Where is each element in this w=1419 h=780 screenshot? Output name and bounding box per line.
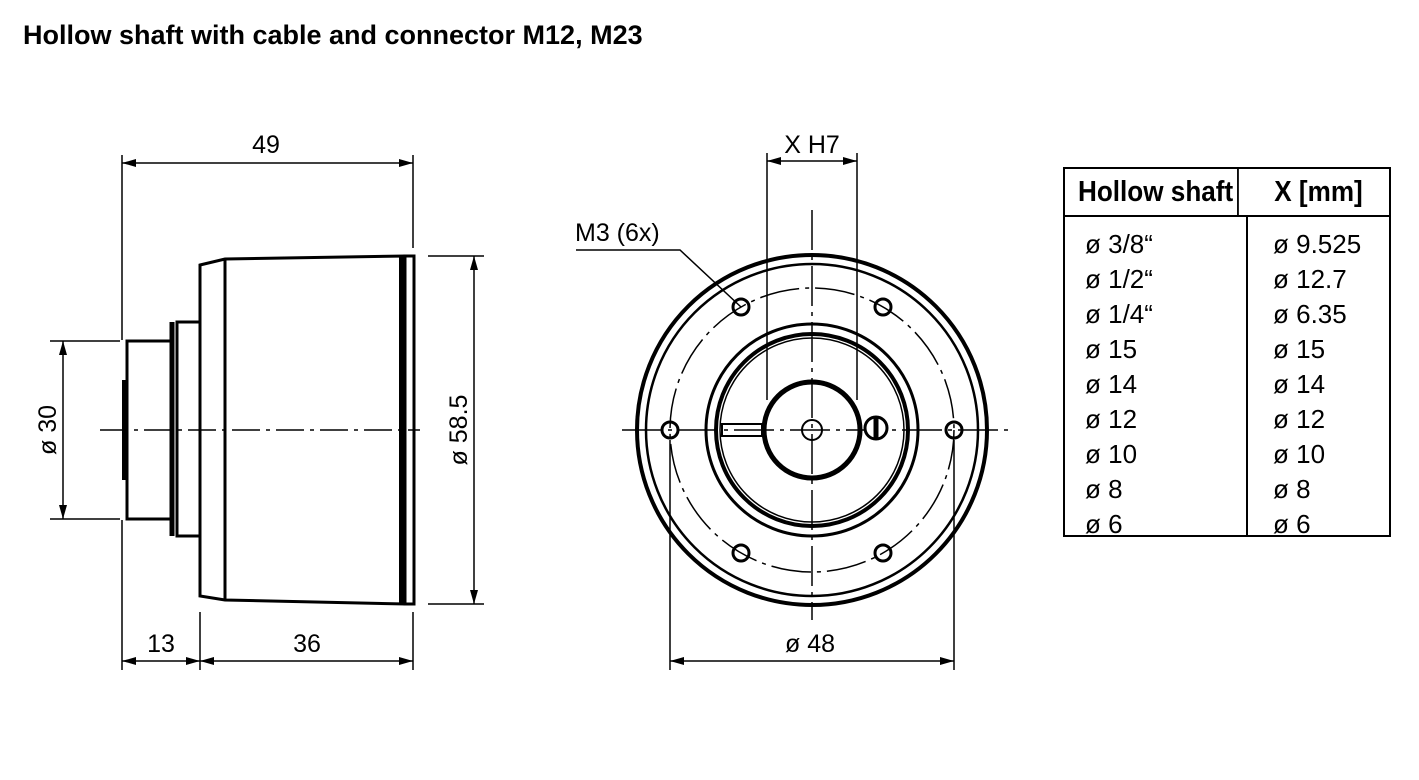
table-cell: ø 10 <box>1273 439 1326 469</box>
table-cell: ø 6 <box>1085 509 1123 539</box>
front-view <box>576 153 1012 670</box>
flange <box>175 320 202 538</box>
dim-bore: X H7 <box>784 131 840 159</box>
dim-bolt-circle: ø 48 <box>785 630 835 658</box>
mounting-holes <box>660 297 964 563</box>
outer-housing <box>635 253 989 607</box>
side-dimensions <box>50 155 484 670</box>
dim-length-front: 13 <box>147 630 175 658</box>
column-hollow-shaft: ø 3/8“ ø 1/2“ ø 1/4“ ø 15 ø 14 ø 12 ø 10… <box>1065 217 1248 539</box>
dim-length-total: 49 <box>252 131 280 159</box>
hollow-shaft <box>761 379 863 481</box>
dim-diameter-body: ø 58.5 <box>445 395 473 466</box>
drawing-title: Hollow shaft with cable and connector M1… <box>23 20 643 50</box>
label-mounting-holes: M3 (6x) <box>575 219 660 247</box>
table-cell: ø 12 <box>1273 404 1326 434</box>
table-cell: ø 12 <box>1085 404 1138 434</box>
bolt-circle <box>669 287 955 573</box>
table-cell: ø 3/8“ <box>1085 229 1153 259</box>
dim-length-body: 36 <box>293 630 321 658</box>
dim-diameter-small: ø 30 <box>34 405 62 455</box>
front-dimensions <box>576 153 955 670</box>
table-header-hollow-shaft: Hollow shaft <box>1074 169 1239 215</box>
table-cell: ø 9.525 <box>1273 229 1362 259</box>
table-cell: ø 8 <box>1085 474 1123 504</box>
table-cell: ø 15 <box>1273 334 1326 364</box>
column-x: ø 9.525 ø 12.7 ø 6.35 ø 15 ø 14 ø 12 ø 1… <box>1248 217 1389 539</box>
table-cell: ø 8 <box>1273 474 1311 504</box>
table-header-x: X [mm] <box>1274 175 1363 208</box>
table-cell: ø 12.7 <box>1273 264 1347 294</box>
table-cell: ø 14 <box>1085 369 1138 399</box>
table-cell: ø 6.35 <box>1273 299 1347 329</box>
table-cell: ø 15 <box>1085 334 1138 364</box>
shaft-size-table: Hollow shaft X [mm] ø 3/8“ ø 1/2“ ø 1/4“… <box>1063 167 1391 539</box>
table-cell: ø 14 <box>1273 369 1326 399</box>
table-cell: ø 1/2“ <box>1085 264 1153 294</box>
side-view <box>50 155 484 670</box>
table-cell: ø 6 <box>1273 509 1311 539</box>
table-cell: ø 10 <box>1085 439 1138 469</box>
table-cell: ø 1/4“ <box>1085 299 1153 329</box>
